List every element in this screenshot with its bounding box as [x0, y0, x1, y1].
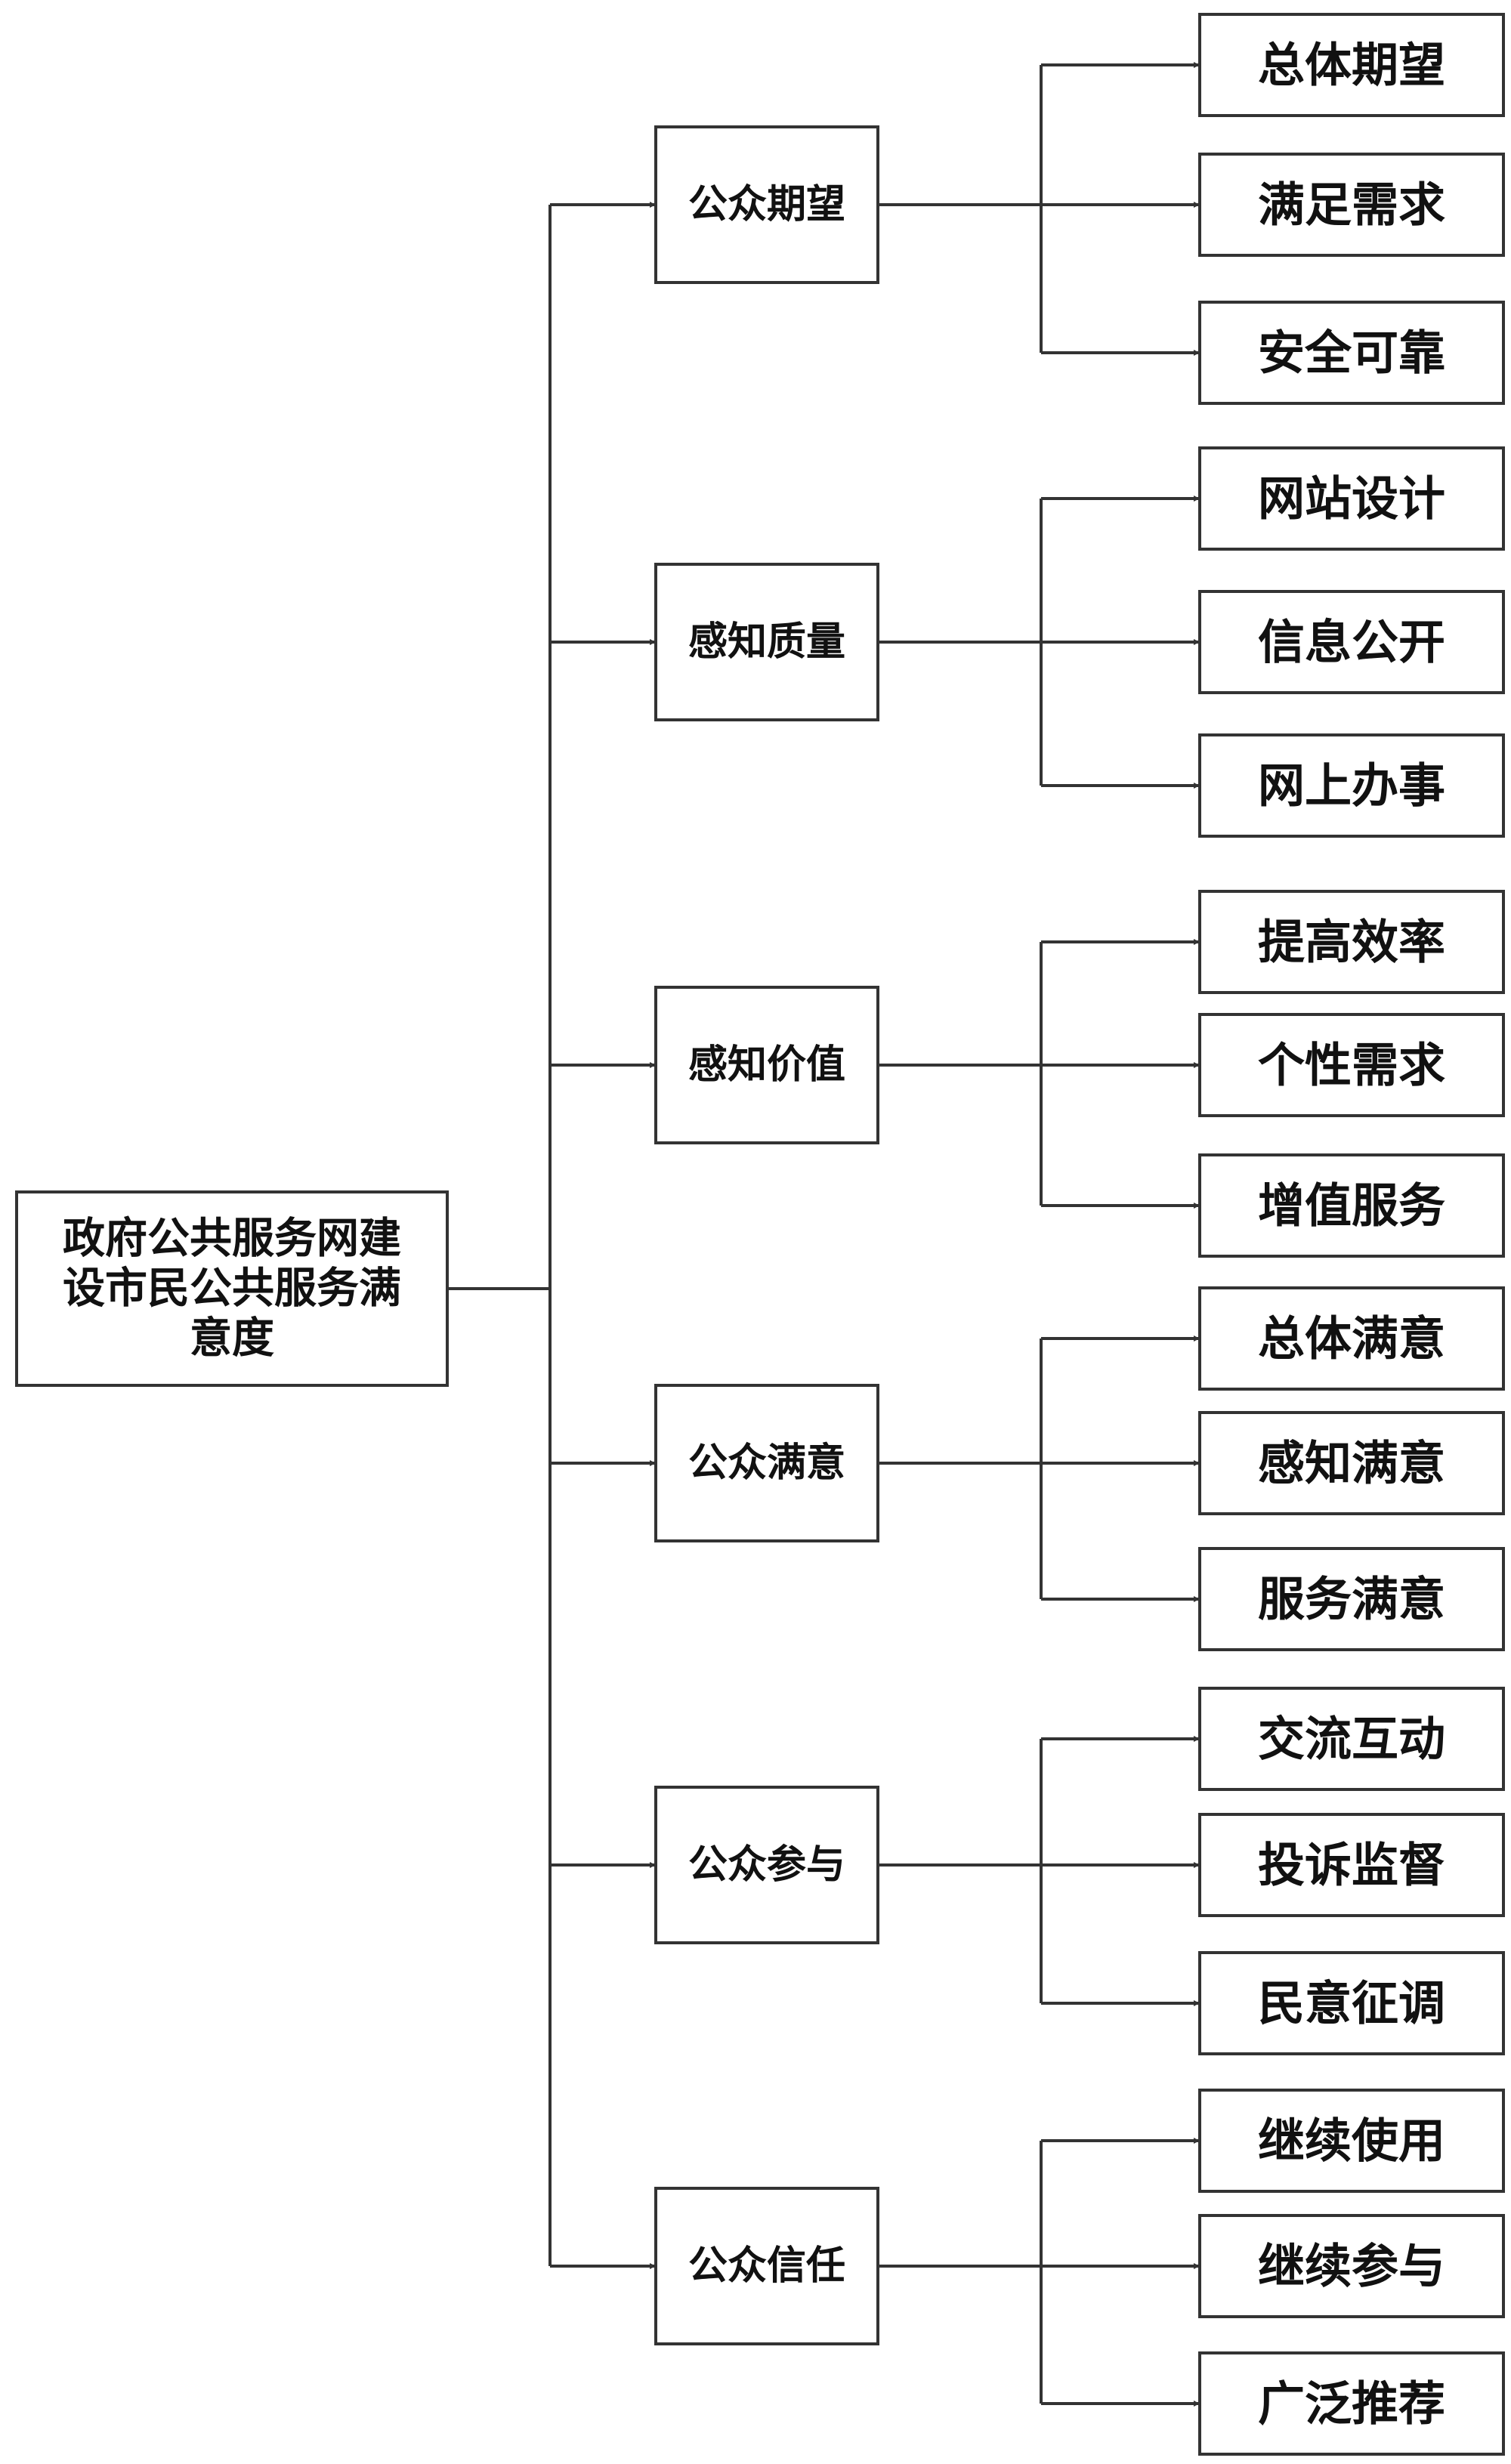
leaf-node-6-2: 继续参与	[1198, 2214, 1505, 2318]
root-node-label-line-2: 设市民公共服务满	[63, 1264, 401, 1314]
root-node-label-line-3: 意度	[190, 1314, 274, 1363]
leaf-node-2-1-box	[1198, 446, 1505, 551]
leaf-node-1-1-label: 总体期望	[1258, 38, 1445, 93]
leaf-node-3-3: 增值服务	[1198, 1153, 1505, 1258]
leaf-node-2-3-label: 网上办事	[1258, 758, 1445, 814]
leaf-node-5-1-box	[1198, 1687, 1505, 1791]
dimension-node-4-label: 公众满意	[688, 1440, 845, 1486]
leaf-node-6-3: 广泛推荐	[1198, 2351, 1505, 2456]
leaf-node-6-2-label: 继续参与	[1258, 2239, 1445, 2294]
leaf-node-5-1: 交流互动	[1198, 1687, 1505, 1791]
dimension-node-2-label: 感知质量	[688, 619, 845, 665]
dimension-node-5-label: 公众参与	[688, 1842, 845, 1888]
leaf-node-6-2-box	[1198, 2214, 1505, 2318]
leaf-node-3-1-label: 提高效率	[1258, 915, 1445, 970]
dimension-node-5-box	[654, 1786, 879, 1944]
leaf-node-3-2: 个性需求	[1198, 1013, 1505, 1117]
dimension-node-4: 公众满意	[654, 1384, 879, 1542]
dimension-node-6-label: 公众信任	[688, 2243, 845, 2289]
leaf-node-1-3-label: 安全可靠	[1258, 326, 1445, 381]
leaf-node-4-1-label: 总体满意	[1258, 1311, 1445, 1366]
dimension-node-6-box	[654, 2187, 879, 2345]
leaf-node-5-2: 投诉监督	[1198, 1813, 1505, 1917]
dimension-node-1-label: 公众期望	[688, 182, 845, 227]
dimension-node-4-box	[654, 1384, 879, 1542]
leaf-node-3-1-box	[1198, 890, 1505, 994]
leaf-node-5-3-box	[1198, 1951, 1505, 2055]
dimension-node-1: 公众期望	[654, 125, 879, 284]
leaf-node-2-3: 网上办事	[1198, 733, 1505, 838]
leaf-node-2-1: 网站设计	[1198, 446, 1505, 551]
leaf-node-2-3-box	[1198, 733, 1505, 838]
leaf-node-6-1-box	[1198, 2089, 1505, 2193]
leaf-node-3-1: 提高效率	[1198, 890, 1505, 994]
leaf-node-5-2-label: 投诉监督	[1258, 1838, 1445, 1893]
dimension-node-3-box	[654, 986, 879, 1144]
leaf-node-4-3-box	[1198, 1547, 1505, 1651]
leaf-node-6-1-label: 继续使用	[1258, 2114, 1445, 2169]
dimension-node-2: 感知质量	[654, 563, 879, 721]
connector-lines	[447, 62, 1200, 2407]
leaf-node-1-1-box	[1198, 13, 1505, 117]
leaf-node-5-1-label: 交流互动	[1258, 1712, 1445, 1767]
root-node-label-line-1: 政府公共服务网建	[63, 1214, 401, 1263]
leaf-node-5-2-box	[1198, 1813, 1505, 1917]
leaf-node-4-2-box	[1198, 1411, 1505, 1515]
leaf-node-3-3-box	[1198, 1153, 1505, 1258]
leaf-node-2-2-box	[1198, 590, 1505, 694]
leaf-node-1-2-box	[1198, 153, 1505, 257]
leaf-node-4-3: 服务满意	[1198, 1547, 1505, 1651]
leaf-node-6-3-label: 广泛推荐	[1258, 2376, 1445, 2432]
leaf-node-6-1: 继续使用	[1198, 2089, 1505, 2193]
leaf-node-1-1: 总体期望	[1198, 13, 1505, 117]
leaf-node-5-3: 民意征调	[1198, 1951, 1505, 2055]
leaf-node-5-3-label: 民意征调	[1258, 1976, 1445, 2031]
leaf-node-2-2-label: 信息公开	[1258, 615, 1445, 670]
leaf-node-1-2: 满足需求	[1198, 153, 1505, 257]
dimension-node-3: 感知价值	[654, 986, 879, 1144]
leaf-node-1-3-box	[1198, 301, 1505, 405]
dimension-node-6: 公众信任	[654, 2187, 879, 2345]
dimension-node-2-box	[654, 563, 879, 721]
leaf-node-4-3-label: 服务满意	[1258, 1572, 1445, 1627]
leaf-node-1-2-label: 满足需求	[1258, 178, 1445, 233]
leaf-node-2-1-label: 网站设计	[1258, 471, 1445, 526]
leaf-node-3-3-label: 增值服务	[1258, 1178, 1445, 1234]
leaf-node-4-2: 感知满意	[1198, 1411, 1505, 1515]
leaf-node-4-1-box	[1198, 1286, 1505, 1391]
leaf-node-3-2-box	[1198, 1013, 1505, 1117]
dimension-node-3-label: 感知价值	[688, 1042, 845, 1088]
root-node-box	[15, 1190, 449, 1387]
dimension-node-1-box	[654, 125, 879, 284]
leaf-node-1-3: 安全可靠	[1198, 301, 1505, 405]
leaf-node-4-1: 总体满意	[1198, 1286, 1505, 1391]
leaf-node-6-3-box	[1198, 2351, 1505, 2456]
leaf-node-3-2-label: 个性需求	[1258, 1038, 1445, 1093]
leaf-node-2-2: 信息公开	[1198, 590, 1505, 694]
dimension-node-5: 公众参与	[654, 1786, 879, 1944]
leaf-node-4-2-label: 感知满意	[1258, 1436, 1445, 1491]
